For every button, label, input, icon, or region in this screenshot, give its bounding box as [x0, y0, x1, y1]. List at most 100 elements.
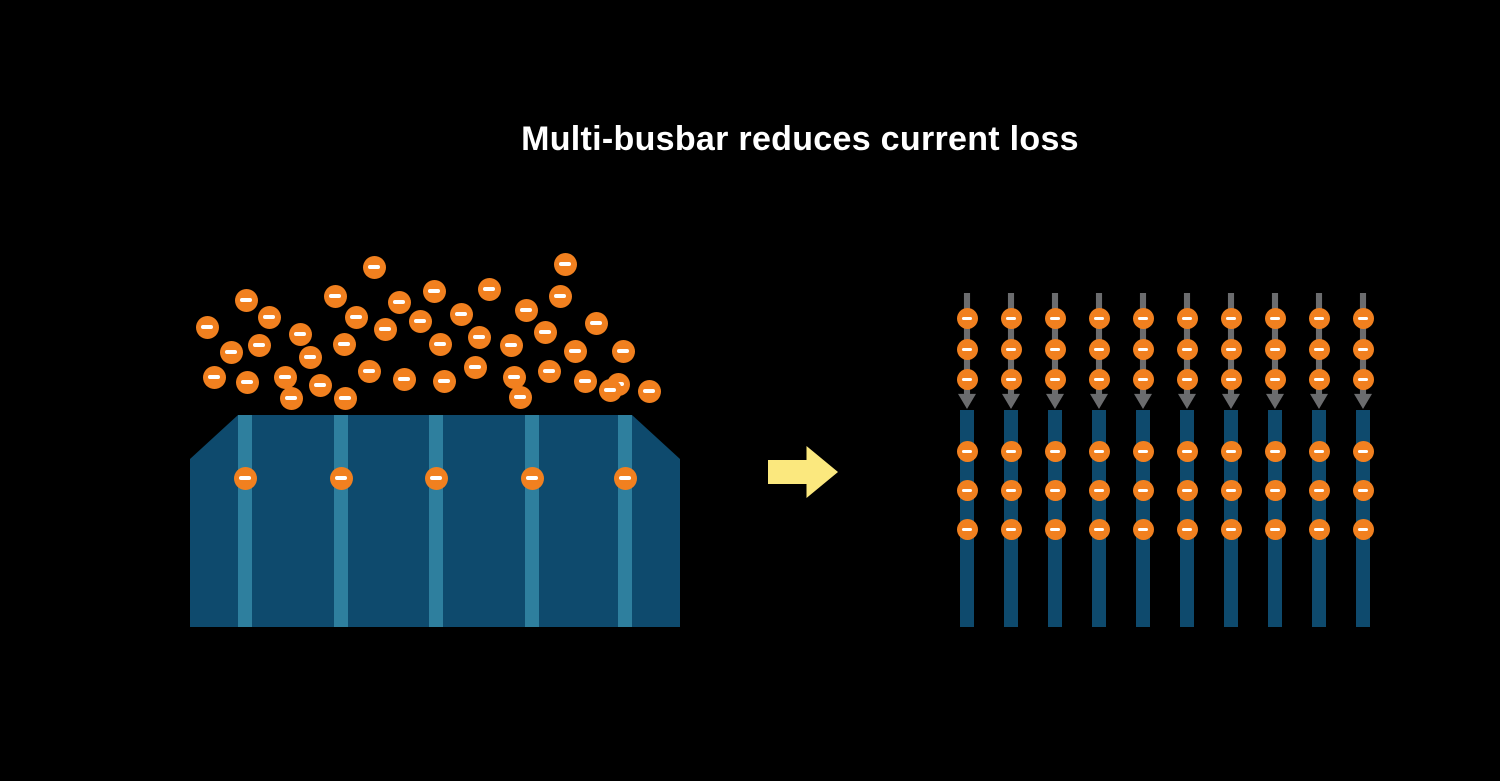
- electron-icon: [1044, 307, 1066, 329]
- minus-icon: [619, 476, 631, 480]
- minus-icon: [961, 347, 973, 351]
- minus-icon: [1093, 316, 1105, 320]
- minus-icon: [1137, 527, 1149, 531]
- minus-icon: [240, 298, 252, 302]
- electron-icon: [1220, 307, 1242, 329]
- minus-icon: [579, 379, 591, 383]
- minus-icon: [285, 396, 297, 400]
- electron-icon: [1000, 440, 1022, 462]
- electron-icon: [956, 368, 978, 390]
- minus-icon: [1181, 527, 1193, 531]
- electron-icon: [598, 378, 622, 402]
- electron-icon: [234, 288, 258, 312]
- electron-icon: [611, 339, 635, 363]
- minus-icon: [1093, 347, 1105, 351]
- minus-icon: [1313, 316, 1325, 320]
- minus-icon: [304, 355, 316, 359]
- electron-icon: [537, 359, 561, 383]
- electron-icon: [956, 479, 978, 501]
- electron-icon: [202, 365, 226, 389]
- minus-icon: [961, 316, 973, 320]
- minus-icon: [1269, 316, 1281, 320]
- minus-icon: [1313, 377, 1325, 381]
- minus-icon: [1137, 488, 1149, 492]
- minus-icon: [1181, 347, 1193, 351]
- minus-icon: [1093, 449, 1105, 453]
- electron-icon: [1044, 479, 1066, 501]
- minus-icon: [350, 315, 362, 319]
- minus-icon: [1313, 347, 1325, 351]
- minus-icon: [294, 332, 306, 336]
- electron-icon: [1132, 479, 1154, 501]
- electron-icon: [323, 284, 347, 308]
- electron-icon: [1352, 338, 1374, 360]
- minus-icon: [961, 527, 973, 531]
- minus-icon: [1093, 488, 1105, 492]
- minus-icon: [1181, 316, 1193, 320]
- minus-icon: [1181, 449, 1193, 453]
- electron-icon: [956, 338, 978, 360]
- electron-icon: [1220, 368, 1242, 390]
- minus-icon: [483, 287, 495, 291]
- electron-icon: [548, 284, 572, 308]
- electron-icon: [408, 309, 432, 333]
- electron-icon: [956, 440, 978, 462]
- electron-icon: [1044, 518, 1066, 540]
- minus-icon: [434, 342, 446, 346]
- minus-icon: [363, 369, 375, 373]
- electron-icon: [332, 332, 356, 356]
- electron-icon: [1088, 518, 1110, 540]
- minus-icon: [1357, 316, 1369, 320]
- minus-icon: [1049, 347, 1061, 351]
- electron-icon: [563, 339, 587, 363]
- minus-icon: [455, 312, 467, 316]
- electron-icon: [219, 340, 243, 364]
- electron-icon: [514, 298, 538, 322]
- electron-icon: [235, 370, 259, 394]
- minus-icon: [428, 289, 440, 293]
- minus-icon: [1225, 347, 1237, 351]
- electron-icon: [1176, 307, 1198, 329]
- minus-icon: [1093, 527, 1105, 531]
- minus-icon: [526, 476, 538, 480]
- electron-icon: [1308, 440, 1330, 462]
- minus-icon: [1005, 377, 1017, 381]
- electron-icon: [573, 369, 597, 393]
- electron-icon: [613, 466, 637, 490]
- electron-icon: [329, 466, 353, 490]
- minus-icon: [379, 327, 391, 331]
- minus-icon: [1269, 377, 1281, 381]
- minus-icon: [393, 300, 405, 304]
- minus-icon: [1225, 316, 1237, 320]
- electron-icon: [333, 386, 357, 410]
- minus-icon: [1269, 347, 1281, 351]
- electron-icon: [1308, 338, 1330, 360]
- minus-icon: [338, 342, 350, 346]
- electron-icon: [1220, 518, 1242, 540]
- electron-icon: [1220, 479, 1242, 501]
- electron-icon: [1088, 440, 1110, 462]
- minus-icon: [335, 476, 347, 480]
- minus-icon: [643, 389, 655, 393]
- minus-icon: [1225, 488, 1237, 492]
- minus-icon: [1005, 449, 1017, 453]
- electron-icon: [1044, 440, 1066, 462]
- minus-icon: [961, 488, 973, 492]
- minus-icon: [1357, 527, 1369, 531]
- electron-icon: [1352, 440, 1374, 462]
- minus-icon: [1137, 347, 1149, 351]
- minus-icon: [1137, 316, 1149, 320]
- electron-icon: [463, 355, 487, 379]
- minus-icon: [1225, 449, 1237, 453]
- electron-icon: [1220, 338, 1242, 360]
- electron-icon: [273, 365, 297, 389]
- minus-icon: [314, 383, 326, 387]
- minus-icon: [1181, 377, 1193, 381]
- electron-icon: [477, 277, 501, 301]
- minus-icon: [398, 377, 410, 381]
- minus-icon: [279, 375, 291, 379]
- minus-icon: [438, 379, 450, 383]
- electron-icon: [1264, 338, 1286, 360]
- minus-icon: [225, 350, 237, 354]
- minus-icon: [1137, 377, 1149, 381]
